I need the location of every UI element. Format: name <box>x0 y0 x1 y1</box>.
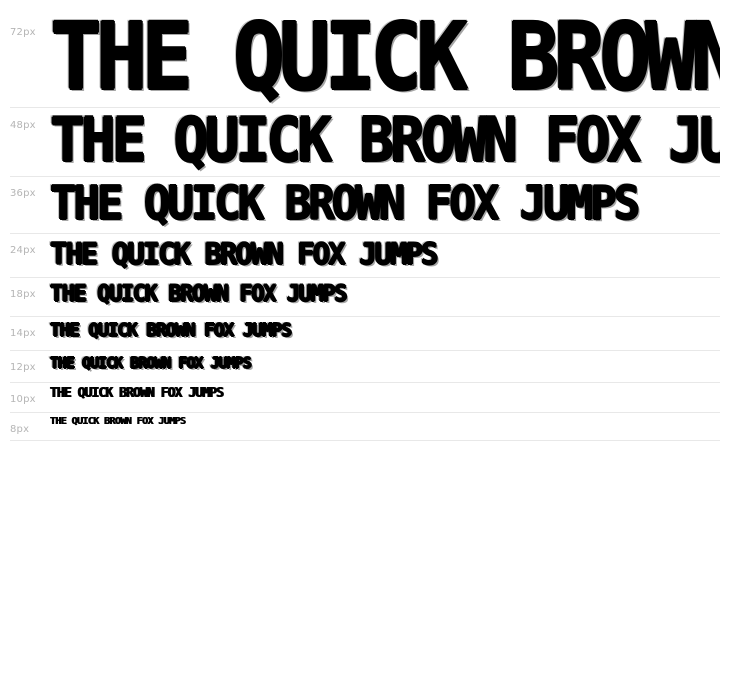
size-label: 14px <box>10 328 36 339</box>
size-row-14: 14px THE QUICK BROWN FOX JUMPS <box>10 317 720 351</box>
font-sample-text: THE QUICK BROWN FOX JUMPS <box>50 354 252 372</box>
font-sample-text: THE QUICK BROWN FOX JUMPS <box>50 108 720 176</box>
font-sample-text: THE QUICK BROWN FOX JUMPS <box>50 386 224 401</box>
size-row-12: 12px THE QUICK BROWN FOX JUMPS <box>10 351 720 383</box>
font-sample-text: THE QUICK BROWN FOX JUMPS <box>50 320 292 341</box>
size-row-72: 72px THE QUICK BROWN FOX JUMPS <box>10 0 720 108</box>
font-sample-text: THE QUICK BROWN FOX JUMPS <box>50 416 186 427</box>
size-row-8: 8px THE QUICK BROWN FOX JUMPS <box>10 413 720 441</box>
font-sample-text: THE QUICK BROWN FOX JUMPS <box>50 237 438 271</box>
size-row-48: 48px THE QUICK BROWN FOX JUMPS <box>10 108 720 177</box>
size-label: 48px <box>10 120 36 131</box>
size-label: 36px <box>10 188 36 199</box>
size-label: 8px <box>10 424 30 435</box>
size-label: 72px <box>10 27 36 38</box>
font-sample-text: THE QUICK BROWN FOX JUMPS <box>50 282 348 307</box>
size-label: 18px <box>10 289 36 300</box>
size-row-18: 18px THE QUICK BROWN FOX JUMPS <box>10 278 720 317</box>
font-size-waterfall: 72px THE QUICK BROWN FOX JUMPS 48px THE … <box>10 0 720 441</box>
font-sample-text: THE QUICK BROWN FOX JUMPS <box>50 3 720 108</box>
size-label: 10px <box>10 394 36 405</box>
size-row-24: 24px THE QUICK BROWN FOX JUMPS <box>10 234 720 278</box>
font-sample-text: THE QUICK BROWN FOX JUMPS <box>50 177 640 231</box>
size-row-36: 36px THE QUICK BROWN FOX JUMPS <box>10 177 720 234</box>
size-label: 12px <box>10 362 36 373</box>
size-label: 24px <box>10 245 36 256</box>
size-row-10: 10px THE QUICK BROWN FOX JUMPS <box>10 383 720 413</box>
